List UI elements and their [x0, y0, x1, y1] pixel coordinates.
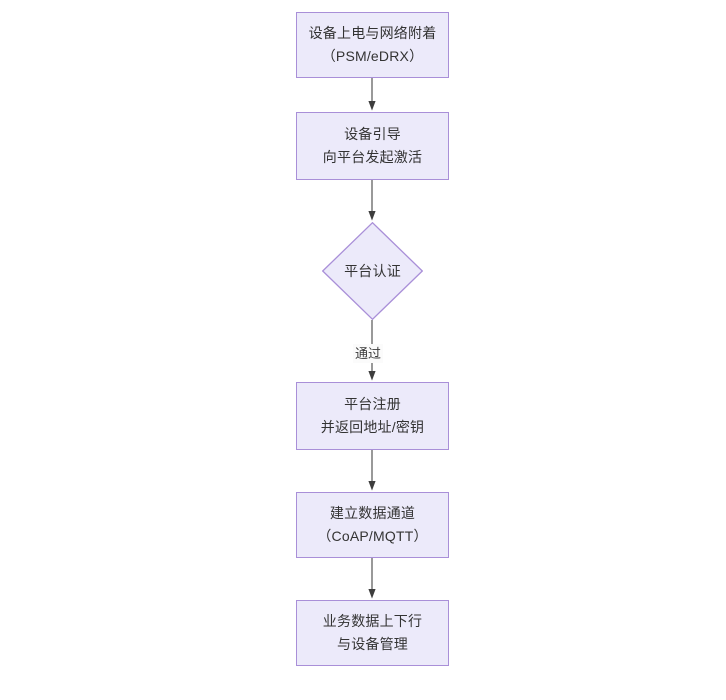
node-line: 与设备管理 — [337, 636, 408, 652]
node-line: （CoAP/MQTT） — [317, 528, 428, 544]
node-line: 设备引导 — [344, 126, 401, 142]
node-line: 平台认证 — [344, 262, 401, 279]
node-line: 并返回地址/密钥 — [320, 419, 425, 435]
edge-label-pass: 通过 — [353, 344, 384, 363]
diamond-shape — [322, 222, 423, 320]
node-line: 平台注册 — [344, 396, 401, 412]
node-line: （PSM/eDRX） — [321, 48, 424, 64]
node-establish-data-channel[interactable]: 建立数据通道 （CoAP/MQTT） — [296, 492, 449, 558]
node-line: 向平台发起激活 — [322, 149, 423, 165]
node-device-power-on[interactable]: 设备上电与网络附着 （PSM/eDRX） — [296, 12, 449, 78]
node-platform-register[interactable]: 平台注册 并返回地址/密钥 — [296, 382, 449, 450]
node-line: 设备上电与网络附着 — [308, 25, 437, 41]
node-line: 建立数据通道 — [329, 505, 416, 521]
node-device-bootstrap[interactable]: 设备引导 向平台发起激活 — [296, 112, 449, 180]
node-business-data-and-management[interactable]: 业务数据上下行 与设备管理 — [296, 600, 449, 666]
node-line: 业务数据上下行 — [322, 613, 423, 629]
node-platform-auth-decision[interactable]: 平台认证 — [322, 222, 423, 320]
